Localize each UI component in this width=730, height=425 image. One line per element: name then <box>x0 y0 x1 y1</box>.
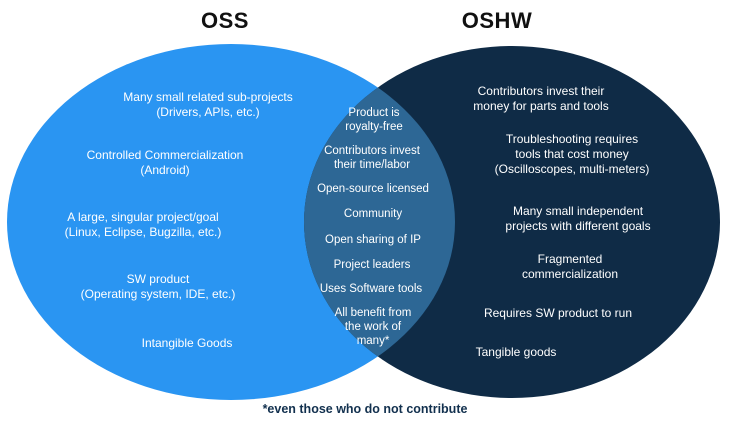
oshw-item-tangible-goods: Tangible goods <box>475 345 557 359</box>
shared-item-community: Community <box>343 208 403 220</box>
oshw-item-independent-projects: Many small independent projects with dif… <box>505 204 651 233</box>
oshw-title: OSHW <box>461 8 533 33</box>
shared-item-royalty-free: Product is royalty-free <box>345 107 403 134</box>
shared-item-all-benefit: All benefit from the work of many* <box>334 307 412 348</box>
oss-item-sw-product: SW product (Operating system, IDE, etc.) <box>80 272 236 301</box>
footnote: *even those who do not contribute <box>262 402 468 416</box>
oss-item-subprojects: Many small related sub-projects (Drivers… <box>123 90 293 119</box>
shared-item-uses-software-tools: Uses Software tools <box>319 283 423 295</box>
oshw-item-invest-money: Contributors invest their money for part… <box>473 84 609 113</box>
oshw-item-troubleshooting: Troubleshooting requires tools that cost… <box>494 132 650 176</box>
shared-item-time-labor: Contributors invest their time/labor <box>324 145 420 172</box>
oss-item-singular-project: A large, singular project/goal (Linux, E… <box>64 210 222 239</box>
oss-title: OSS <box>201 8 249 33</box>
overlap-lens <box>304 46 455 398</box>
oss-item-intangible-goods: Intangible Goods <box>141 336 233 350</box>
oss-item-commercialization: Controlled Commercialization (Android) <box>86 148 244 177</box>
shared-item-open-sharing-ip: Open sharing of IP <box>325 234 421 246</box>
shared-item-project-leaders: Project leaders <box>333 259 411 271</box>
oshw-item-fragmented-commercialization: Fragmented commercialization <box>521 252 619 281</box>
shared-item-open-source-licensed: Open-source licensed <box>317 183 429 195</box>
oshw-item-requires-sw: Requires SW product to run <box>483 306 633 320</box>
